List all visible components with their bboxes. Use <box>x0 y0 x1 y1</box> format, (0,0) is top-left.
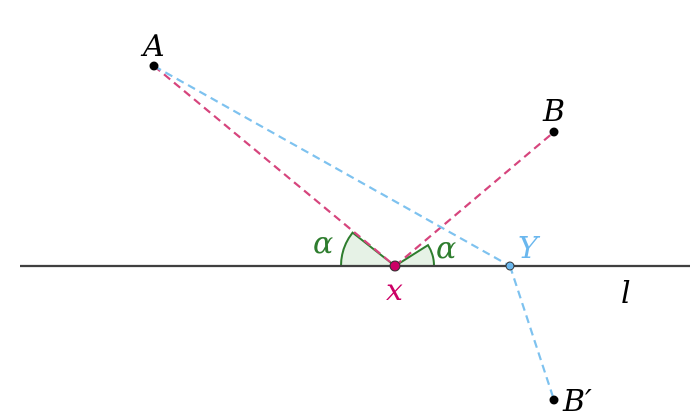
point-x <box>389 260 401 272</box>
segment-a-x <box>153 65 396 267</box>
label-b-prime: B′ <box>562 384 592 419</box>
point-b-prime <box>549 395 559 405</box>
label-line-l: l <box>621 276 631 311</box>
label-a: A <box>140 29 165 64</box>
point-y <box>505 261 515 271</box>
label-b: B <box>542 94 565 129</box>
left-angle-sector <box>339 231 398 267</box>
point-a <box>149 61 159 71</box>
point-b <box>549 127 559 137</box>
segment-x-b <box>394 131 555 267</box>
label-x: x <box>386 273 403 308</box>
label-angle-left: α <box>313 226 333 261</box>
segment-y-b-prime <box>508 265 556 401</box>
segment-a-y <box>153 65 511 267</box>
label-y: Y <box>518 231 541 266</box>
label-angle-right: α <box>436 231 456 266</box>
